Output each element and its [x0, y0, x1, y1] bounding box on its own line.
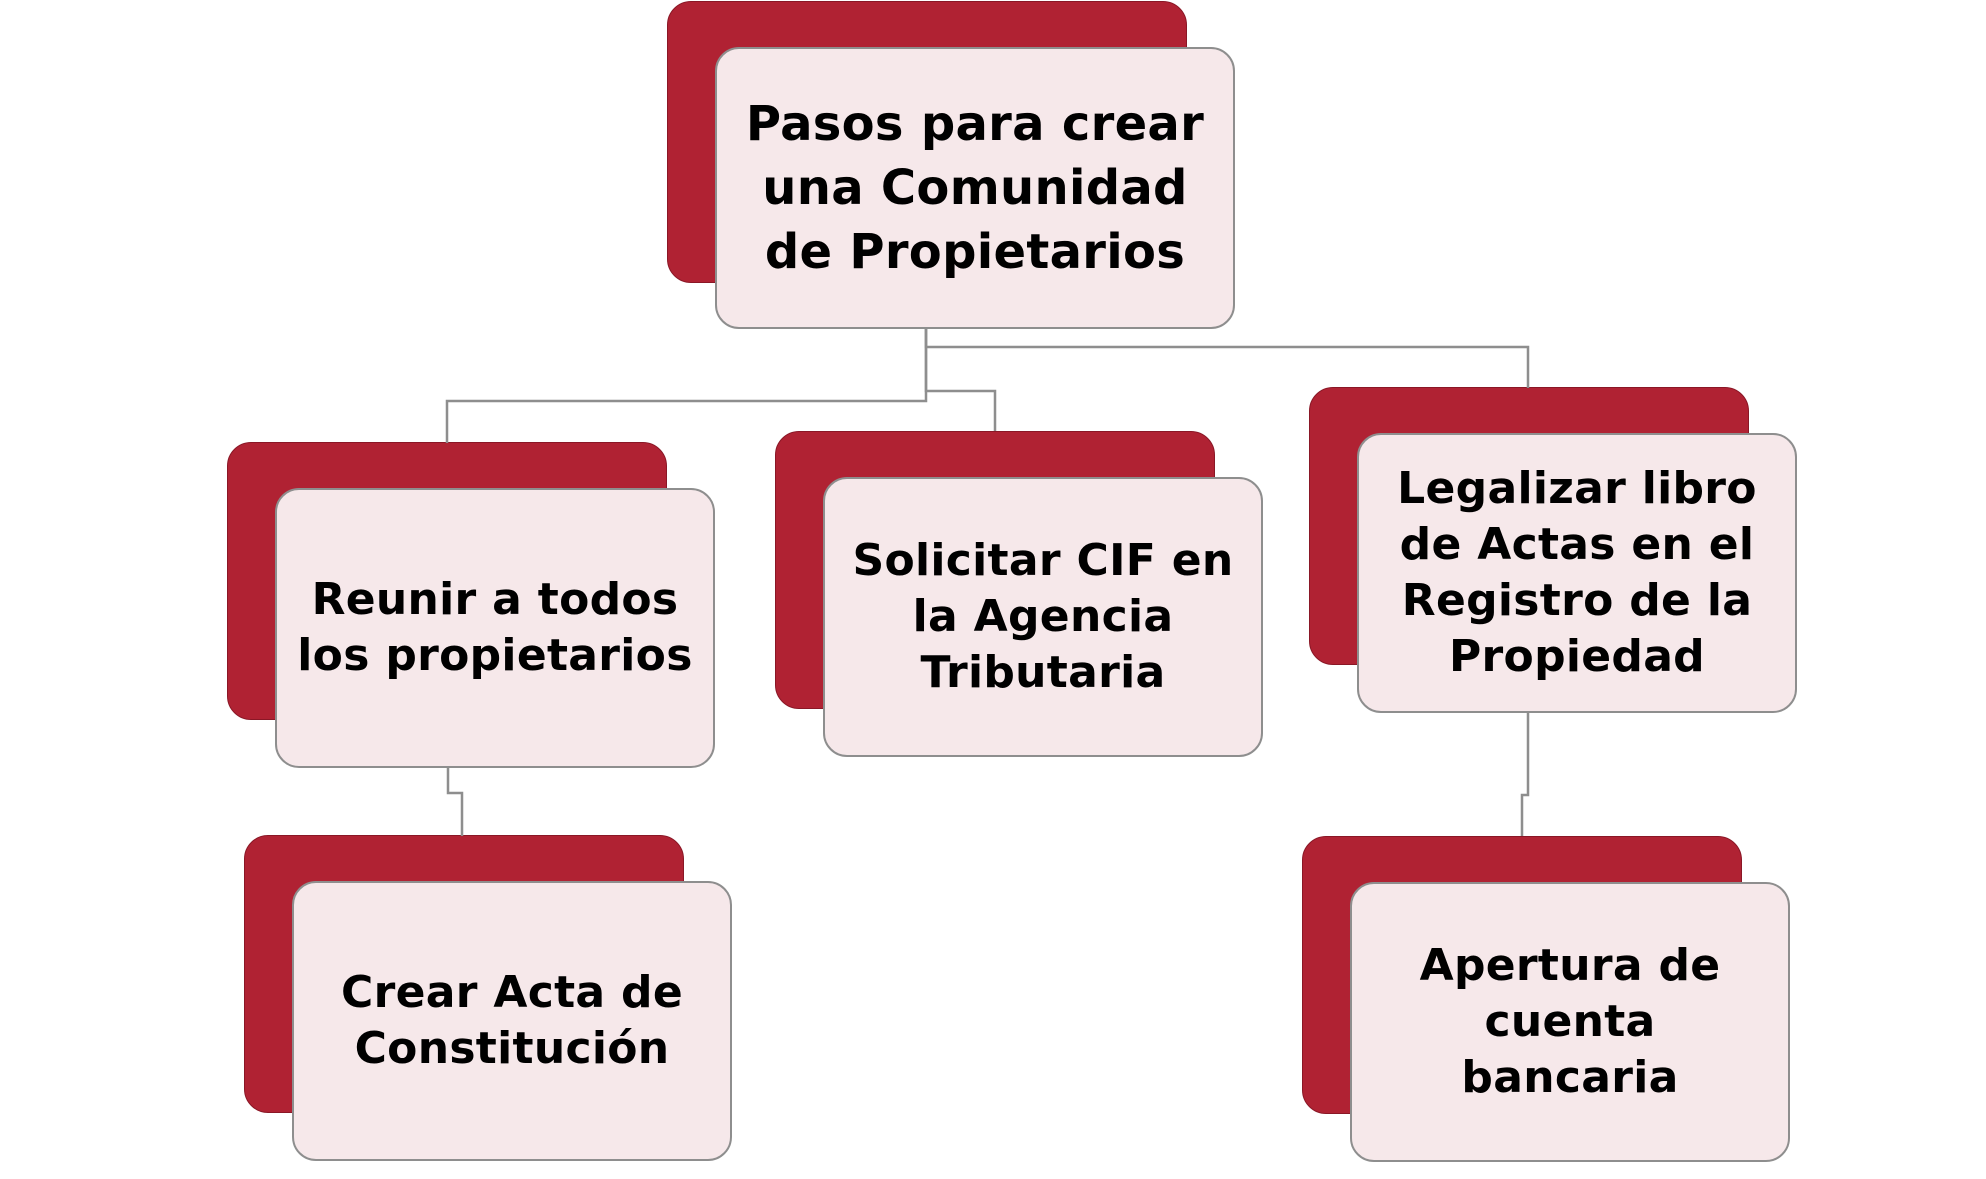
node-root-card: Pasos para crear una Comunidad de Propie… — [715, 47, 1235, 329]
node-cif-card: Solicitar CIF en la Agencia Tributaria — [823, 477, 1263, 757]
node-cif: Solicitar CIF en la Agencia Tributaria — [775, 431, 1330, 774]
node-root: Pasos para crear una Comunidad de Propie… — [667, 1, 1235, 344]
node-acta-card: Crear Acta de Constitución — [292, 881, 732, 1161]
node-root-label: Pasos para crear una Comunidad de Propie… — [745, 96, 1205, 280]
node-cuenta: Apertura de cuenta bancaria — [1302, 836, 1857, 1179]
node-cuenta-label: Apertura de cuenta bancaria — [1419, 940, 1721, 1103]
node-acta: Crear Acta de Constitución — [244, 835, 799, 1178]
connector-legalizar-cuenta — [1520, 713, 1530, 836]
node-legalizar: Legalizar libro de Actas en el Registro … — [1309, 387, 1864, 730]
node-cuenta-card: Apertura de cuenta bancaria — [1350, 882, 1790, 1162]
node-legalizar-label: Legalizar libro de Actas en el Registro … — [1397, 463, 1757, 682]
node-reunir: Reunir a todos los propietarios — [227, 442, 782, 785]
node-legalizar-card: Legalizar libro de Actas en el Registro … — [1357, 433, 1797, 713]
node-reunir-label: Reunir a todos los propietarios — [297, 574, 693, 681]
org-chart-diagram: Pasos para crear una Comunidad de Propie… — [227, 1, 1864, 1162]
node-acta-label: Crear Acta de Constitución — [341, 967, 683, 1074]
node-reunir-card: Reunir a todos los propietarios — [275, 488, 715, 768]
node-cif-label: Solicitar CIF en la Agencia Tributaria — [852, 535, 1234, 698]
connector-root-reunir — [445, 328, 928, 443]
